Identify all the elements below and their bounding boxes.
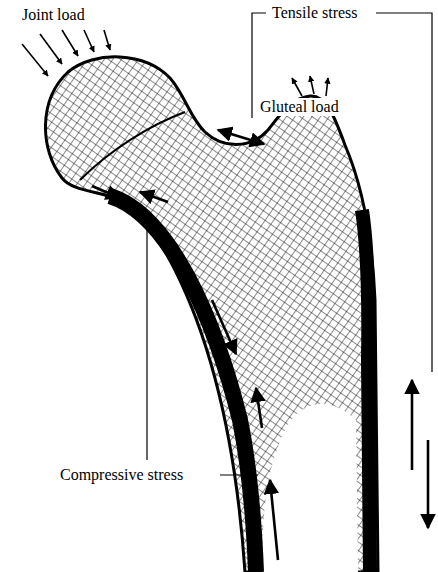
medial-cortex: [110, 196, 256, 572]
stress-label: Tensile stress: [270, 4, 360, 22]
compressive-arrows: [92, 186, 278, 560]
stress-label: Compressive stress: [58, 466, 185, 484]
tensile-arrows: [218, 130, 428, 528]
leader-lines: [147, 13, 432, 475]
stress-label: Joint load: [20, 6, 87, 24]
lateral-cortex: [362, 210, 370, 572]
medullary-cavity: [262, 404, 358, 572]
growth-line: [80, 112, 185, 180]
gluteal-load-arrows: [292, 76, 328, 96]
stress-label: Gluteal load: [258, 98, 341, 116]
joint-load-arrows: [22, 30, 110, 76]
femur-outline: [45, 57, 378, 572]
